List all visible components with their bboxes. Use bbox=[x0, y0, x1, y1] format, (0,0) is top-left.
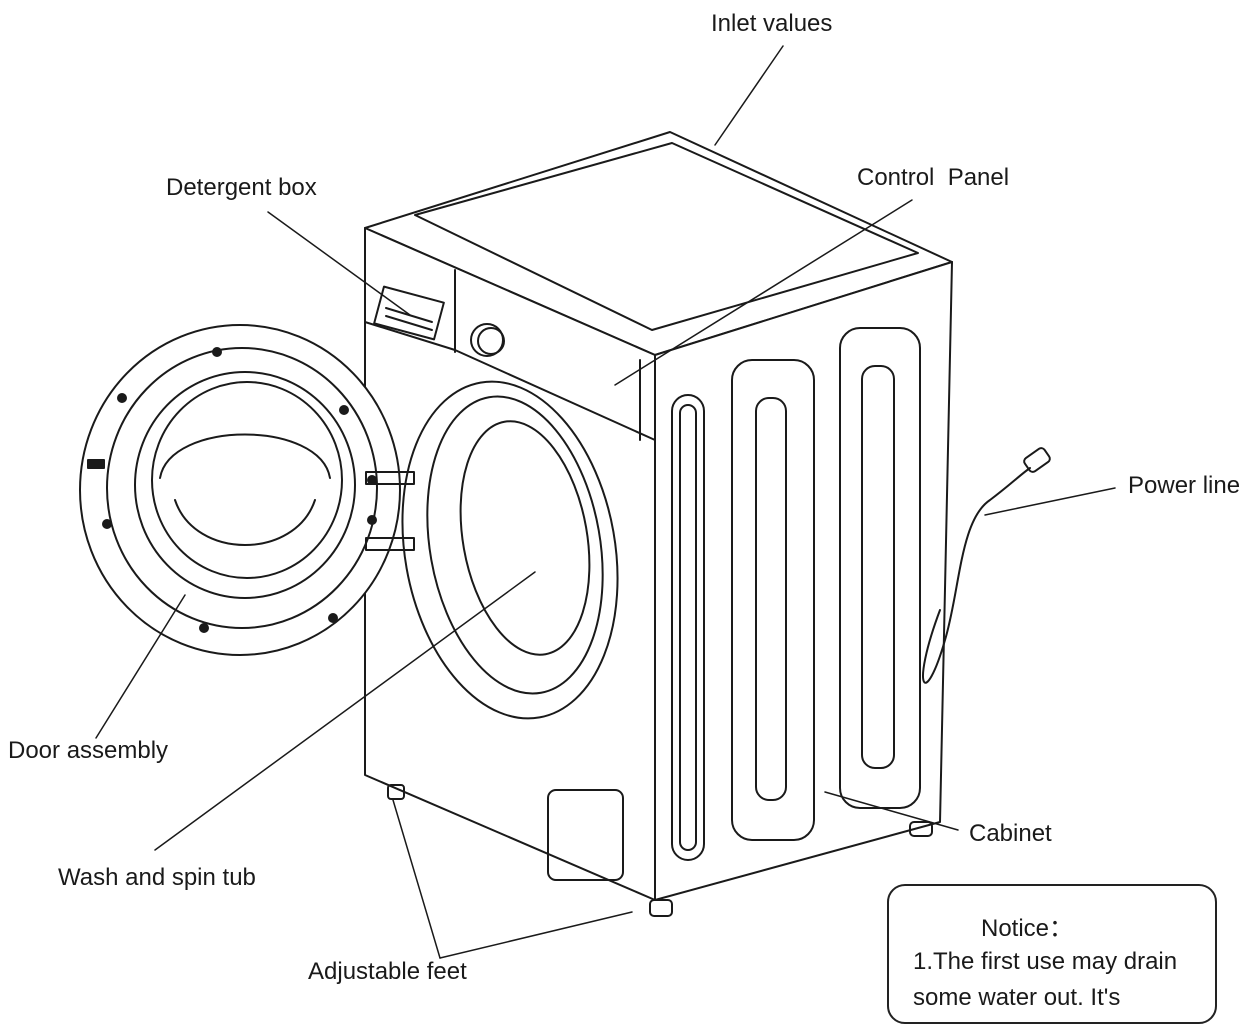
label-cabinet: Cabinet bbox=[969, 820, 1052, 847]
notice-line-2: some water out. It's bbox=[913, 984, 1121, 1011]
notice-box: Notice： 1.The first use may drain some w… bbox=[887, 884, 1217, 1024]
leader-control-panel bbox=[614, 199, 913, 386]
leader-feet-right bbox=[439, 911, 633, 959]
label-detergent-box: Detergent box bbox=[166, 174, 317, 201]
label-inlet-values: Inlet values bbox=[711, 10, 833, 37]
leader-feet-left bbox=[392, 799, 441, 959]
leader-cabinet bbox=[824, 791, 959, 831]
foot-back-right bbox=[909, 821, 933, 837]
leader-inlet-values bbox=[714, 45, 784, 146]
door-hinge-bottom bbox=[365, 537, 415, 551]
leader-detergent-box bbox=[267, 211, 411, 316]
cabinet-panel-1 bbox=[671, 394, 705, 861]
washing-machine-diagram bbox=[79, 45, 1116, 959]
foot-front-right bbox=[649, 899, 673, 917]
leader-lines bbox=[95, 45, 1116, 959]
notice-line-1: 1.The first use may drain bbox=[913, 948, 1178, 975]
cabinet-panel-2 bbox=[731, 359, 815, 841]
notice-title: Notice： bbox=[981, 915, 1074, 942]
cabinet-side bbox=[654, 261, 953, 901]
door-assembly-drawing bbox=[79, 324, 415, 656]
power-cord bbox=[922, 447, 1051, 684]
label-adjustable-feet: Adjustable feet bbox=[308, 958, 467, 985]
leader-power-line bbox=[984, 487, 1116, 516]
label-wash-and-spin-tub: Wash and spin tub bbox=[58, 864, 256, 891]
label-door-assembly: Door assembly bbox=[8, 737, 169, 764]
label-power-line: Power line bbox=[1128, 472, 1241, 499]
label-control-panel: Control Panel bbox=[857, 164, 1010, 191]
leader-door-assembly bbox=[95, 594, 186, 739]
door-hinge-top bbox=[365, 471, 415, 485]
drum-rim bbox=[401, 380, 619, 720]
detergent-box-drawer bbox=[373, 285, 445, 341]
power-plug bbox=[1023, 447, 1051, 473]
leader-wash-spin-tub bbox=[154, 571, 536, 851]
foot-front-left bbox=[387, 784, 405, 800]
service-panel bbox=[547, 789, 624, 881]
